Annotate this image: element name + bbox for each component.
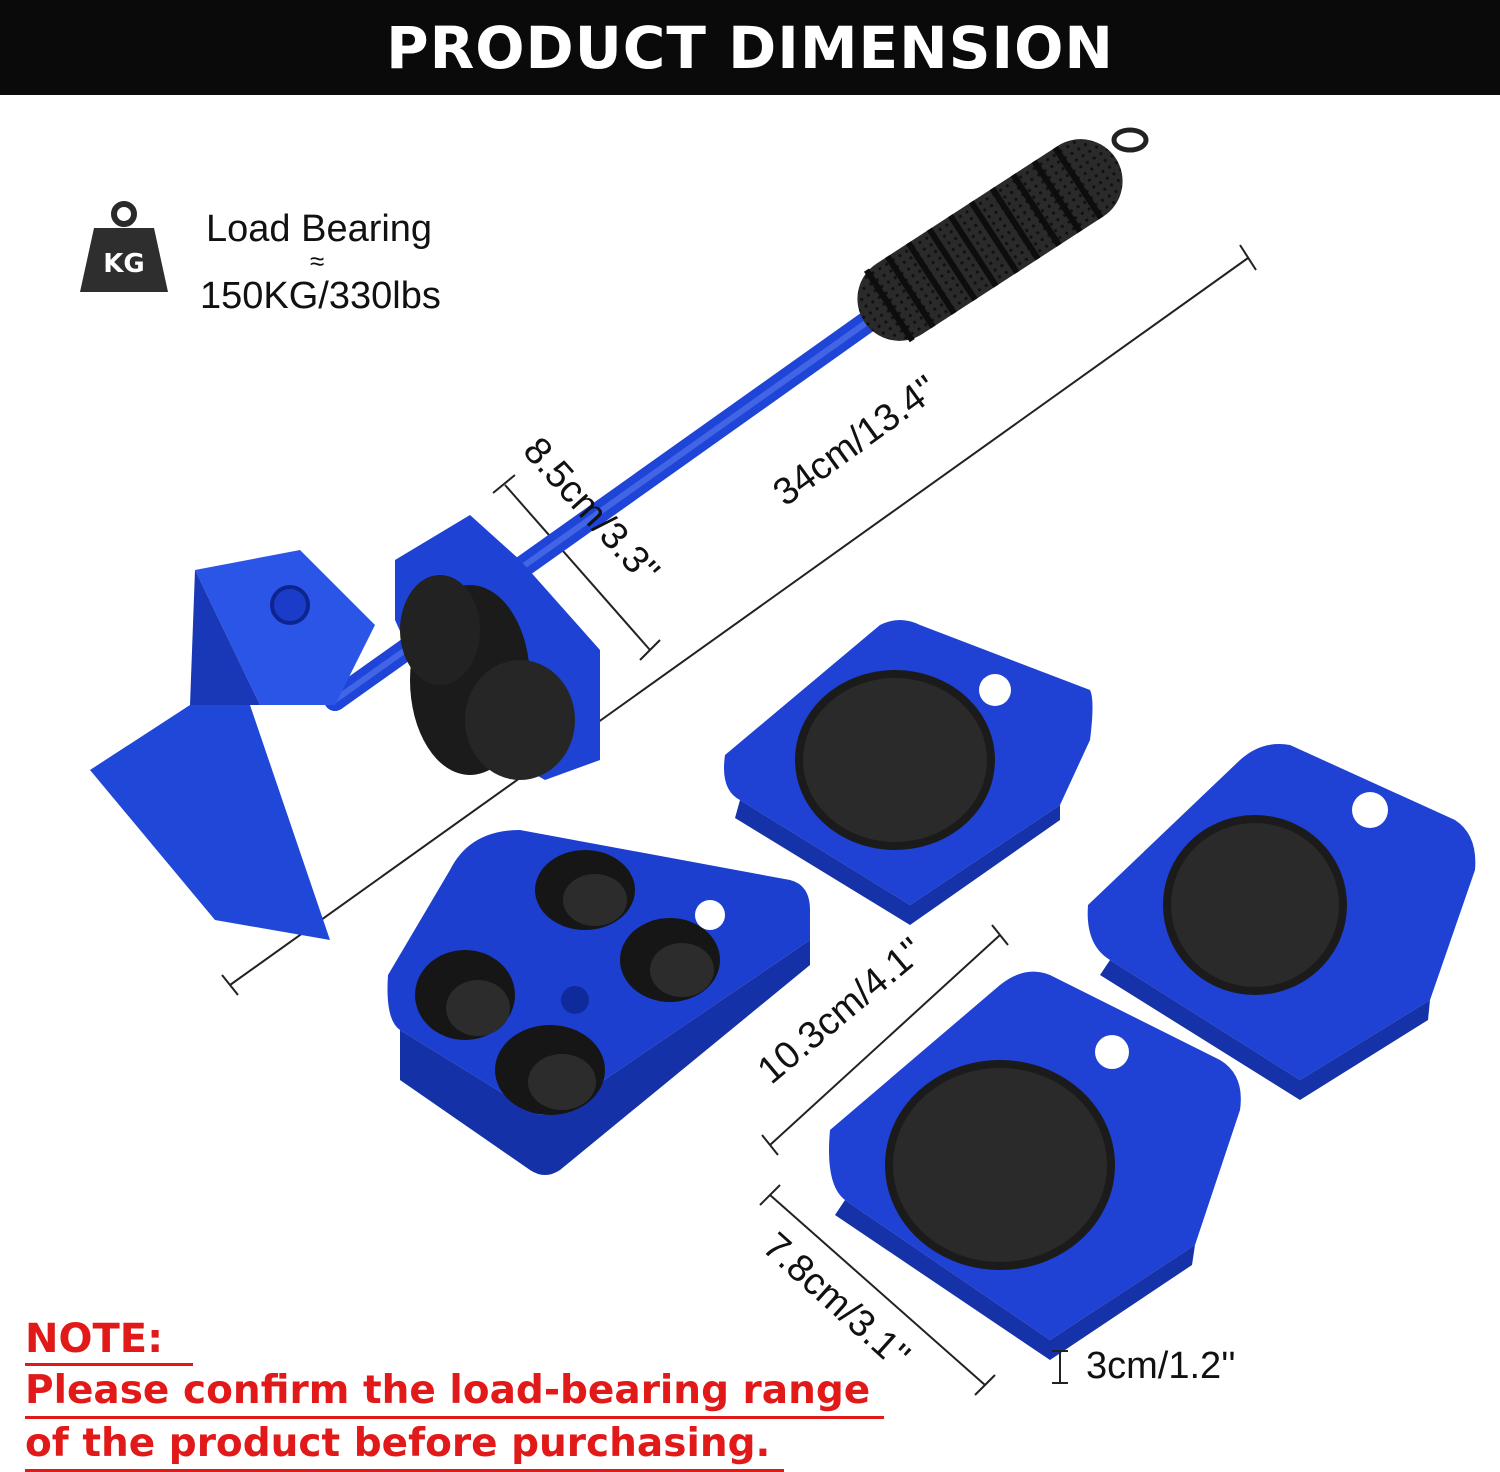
height-ibeam-icon	[1052, 1349, 1068, 1384]
pad-height-label: 3cm/1.2''	[1086, 1345, 1236, 1387]
weight-kg-icon: KG	[80, 201, 168, 292]
note-line-2: of the product before purchasing.	[25, 1419, 785, 1472]
load-bearing-info: KG Load Bearing ≈ 150KG/330lbs	[78, 200, 478, 330]
note-heading: NOTE:	[25, 1315, 194, 1366]
purchase-note: NOTE: Please confirm the load-bearing ra…	[25, 1315, 885, 1472]
lever-tool	[90, 127, 1149, 940]
load-bearing-label: Load Bearing	[206, 208, 433, 250]
dimension-lines	[221, 244, 1257, 1396]
approx-symbol: ≈	[310, 246, 325, 276]
slider-pad-front	[829, 971, 1241, 1360]
svg-text:KG: KG	[103, 249, 145, 279]
pad-height-dimension: 3cm/1.2''	[1050, 1345, 1236, 1388]
slider-pad-right	[1087, 744, 1476, 1100]
wheeled-base	[387, 830, 810, 1175]
note-line-1: Please confirm the load-bearing range	[25, 1366, 885, 1419]
page-title: PRODUCT DIMENSION	[386, 13, 1114, 82]
load-bearing-value: 150KG/330lbs	[200, 275, 441, 317]
page-title-banner: PRODUCT DIMENSION	[0, 0, 1500, 95]
slider-pad-top	[724, 620, 1093, 925]
